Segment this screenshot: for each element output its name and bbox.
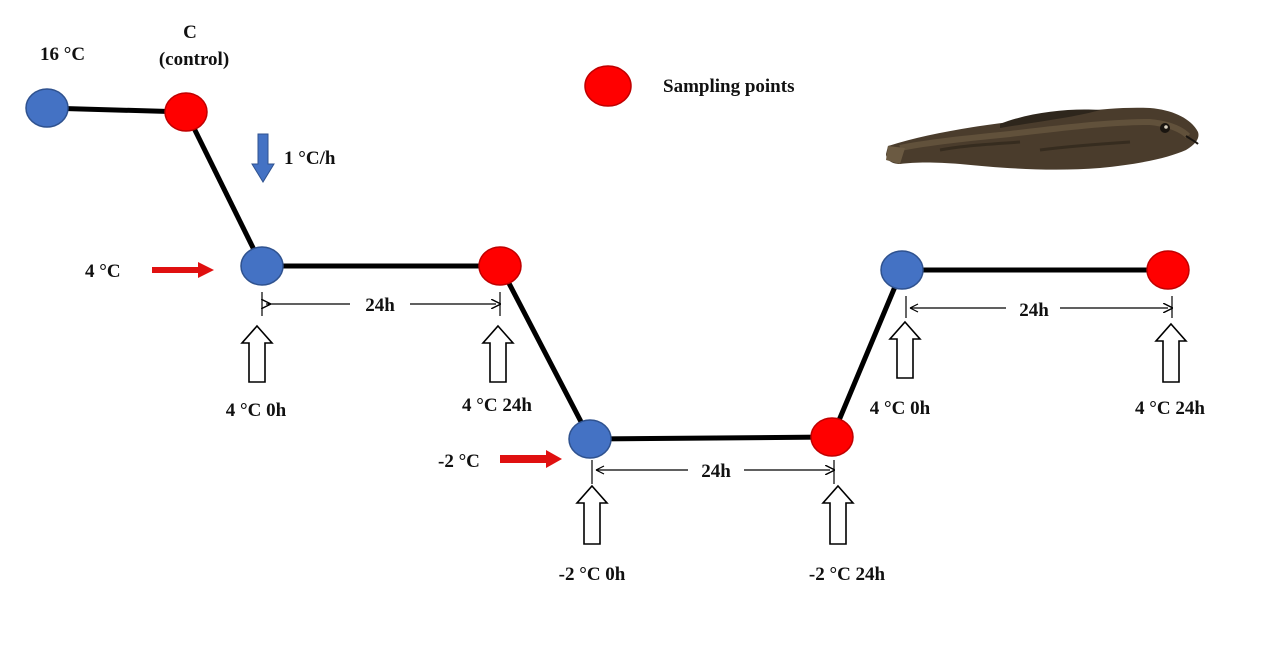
node-neg2c-24h-sample <box>810 417 854 457</box>
up-hollow-arrow-icon <box>821 484 855 545</box>
legend-sampling-point-marker <box>584 65 632 107</box>
control-label-line2: (control) <box>159 49 229 70</box>
up-hollow-arrow-icon <box>240 324 274 383</box>
control-label-line1: C <box>183 22 197 43</box>
sample-label-4c-24h-rewarm: 4 °C 24h <box>1135 398 1205 419</box>
node-4c-rewarm-24h-sample <box>1146 250 1190 290</box>
duration-label-2: 24h <box>701 461 731 482</box>
temperature-4c-label: 4 °C <box>85 261 121 282</box>
nodes <box>25 88 1190 459</box>
sample-label-neg2c-24h: -2 °C 24h <box>809 564 886 585</box>
duration-marker-2: 24h <box>591 460 834 484</box>
node-neg2c-start <box>568 419 612 459</box>
node-16c <box>25 88 69 128</box>
up-hollow-arrow-icon <box>575 484 609 545</box>
temperature-neg2c-label: -2 °C <box>438 451 480 472</box>
node-4c-rewarm-start <box>880 250 924 290</box>
sample-label-4c-0h-rewarm: 4 °C 0h <box>870 398 931 419</box>
segment-cool-to-neg2 <box>497 264 593 441</box>
rate-label: 1 °C/h <box>284 148 336 169</box>
sample-label-neg2c-0h: -2 °C 0h <box>559 564 626 585</box>
duration-marker-3: 24h <box>905 296 1172 321</box>
segment-16-to-control <box>46 105 187 115</box>
up-hollow-arrow-icon <box>1154 322 1188 383</box>
segment-rewarm <box>829 269 905 438</box>
fish-photo <box>886 107 1199 170</box>
down-arrow-icon <box>251 133 275 183</box>
segment-cooling <box>183 110 265 268</box>
up-hollow-arrow-icon <box>481 324 515 383</box>
up-hollow-arrow-icon <box>888 320 922 379</box>
temperature-profile <box>46 105 1168 442</box>
node-4c-start <box>240 246 284 286</box>
node-4c-24h-sample <box>478 246 522 286</box>
node-control-sample <box>164 92 208 132</box>
duration-label-3: 24h <box>1019 300 1049 321</box>
sample-label-4c-0h: 4 °C 0h <box>226 400 287 421</box>
right-arrow-icon <box>500 450 562 468</box>
right-arrow-icon <box>152 262 214 278</box>
duration-label-1: 24h <box>365 295 395 316</box>
segment-neg2-hold <box>589 434 833 442</box>
sample-label-4c-24h: 4 °C 24h <box>462 395 532 416</box>
duration-marker-1: 24h <box>262 292 500 316</box>
legend-label: Sampling points <box>663 76 794 97</box>
start-temperature-label: 16 °C <box>40 44 85 65</box>
